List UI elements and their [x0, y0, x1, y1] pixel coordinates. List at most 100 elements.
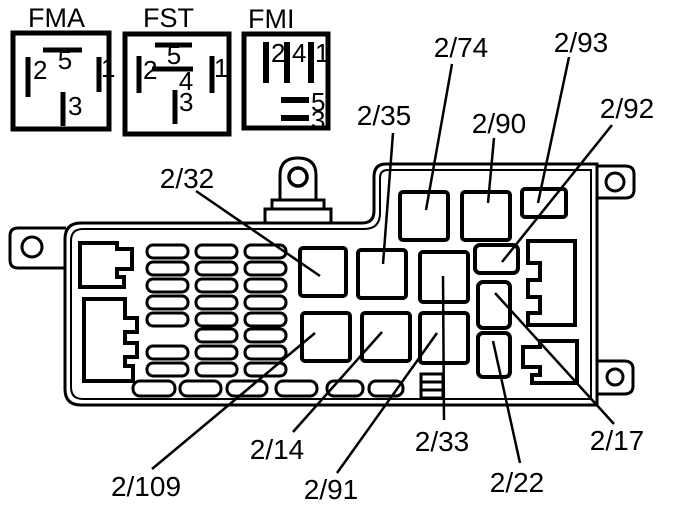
fst-pin2-label: 2 — [143, 55, 157, 85]
fuse-slot — [225, 379, 269, 398]
fuse-grid-bottom-row — [131, 379, 405, 398]
callout-2-92: 2/92 — [600, 93, 655, 124]
callout-2-93: 2/93 — [554, 27, 609, 58]
callout-labels: 2/32 2/35 2/74 2/90 2/93 2/92 2/109 2/14… — [111, 27, 654, 505]
relay-socket-2-14 — [360, 311, 412, 363]
fuse-box-shell-inner — [70, 169, 592, 400]
relay-socket-2-35 — [356, 248, 408, 300]
relay-socket-2-32 — [298, 246, 348, 298]
fuse-grid — [145, 243, 288, 378]
fuse-slot — [145, 260, 190, 277]
fuse-slot — [145, 243, 190, 260]
legend-title-fmi: FMI — [248, 4, 295, 34]
fuse-slot — [145, 311, 190, 328]
fuse-slot — [194, 361, 239, 378]
fuse-slot — [243, 294, 288, 311]
connector-left-lower — [82, 297, 139, 383]
callout-2-33: 2/33 — [415, 426, 470, 457]
leader-2-74 — [424, 63, 454, 211]
leader-2-22 — [491, 340, 522, 464]
legend-box-fmi — [241, 31, 331, 131]
striped-component — [419, 372, 445, 400]
top-right-mount-hole — [604, 171, 626, 193]
callout-2-14: 2/14 — [250, 434, 305, 465]
leader-2-32 — [195, 189, 321, 278]
leader-2-35 — [381, 132, 395, 265]
connector-right-upper — [526, 239, 577, 327]
fuse-slot — [367, 379, 405, 398]
fmi-pin3-label: 3 — [311, 105, 325, 135]
connector-left-upper — [78, 241, 134, 289]
fst-pin4-label: 4 — [179, 66, 193, 96]
fmi-pin4-label: 4 — [292, 38, 306, 68]
relay-socket-2-90 — [460, 190, 512, 242]
fuse-slot — [194, 260, 239, 277]
fuse-slot — [243, 277, 288, 294]
fuse-socket-2-22 — [476, 331, 512, 379]
callout-2-74: 2/74 — [434, 32, 489, 63]
fuse-slot — [145, 277, 190, 294]
leader-2-14 — [292, 331, 383, 433]
fuse-slot — [145, 344, 190, 361]
fuse-slot — [145, 361, 190, 378]
legend-title-fst: FST — [143, 3, 194, 33]
fuse-slot — [194, 311, 239, 328]
fst-pin5-label: 5 — [167, 40, 181, 70]
callout-2-91: 2/91 — [304, 474, 359, 505]
fuse-slot — [194, 327, 239, 344]
callout-2-35: 2/35 — [357, 100, 412, 131]
callout-2-22: 2/22 — [490, 467, 545, 498]
leader-2-93 — [536, 56, 571, 204]
fuse-box-shell-outer — [63, 162, 599, 407]
fuse-slot — [243, 361, 288, 378]
callout-2-109: 2/109 — [111, 471, 181, 502]
callout-2-90: 2/90 — [472, 108, 527, 139]
relay-legend-fmi: FMI 2 4 1 5 3 — [241, 4, 331, 135]
relay-legend-fst: FST 5 4 2 1 3 — [122, 3, 232, 137]
left-mount-hole — [20, 235, 44, 259]
fuse-slot — [131, 379, 177, 398]
fmi-pin5-label: 5 — [311, 87, 325, 117]
fuse-slot — [274, 379, 319, 398]
top-mount-hole — [287, 166, 309, 188]
legend-title-fma: FMA — [28, 3, 85, 33]
fuse-slot — [243, 327, 288, 344]
fma-pin5-label: 5 — [58, 45, 72, 75]
callout-2-32: 2/32 — [160, 163, 215, 194]
leader-2-92 — [501, 124, 613, 263]
callout-2-17: 2/17 — [590, 425, 645, 456]
relay-socket-2-74 — [398, 190, 450, 242]
relay-socket-2-109 — [300, 311, 352, 363]
fuse-slot — [194, 294, 239, 311]
fst-pin3-label: 3 — [179, 87, 193, 117]
fuse-socket-2-17 — [476, 280, 512, 330]
fuse-slot — [194, 277, 239, 294]
fuse-slot — [243, 311, 288, 328]
leader-2-109 — [151, 332, 316, 470]
fma-pin1-label: 1 — [101, 53, 115, 83]
fmi-pin1-label: 1 — [315, 38, 329, 68]
fuse-slot — [243, 260, 288, 277]
leader-lines — [151, 56, 615, 474]
relay-legend-fma: FMA 5 2 1 3 — [10, 3, 115, 132]
fuse-slot — [178, 379, 223, 398]
fuse-slot — [194, 344, 239, 361]
fuse-socket-2-92 — [473, 243, 520, 275]
legend-box-fma — [10, 30, 112, 132]
fma-pin2-label: 2 — [33, 55, 47, 85]
leader-2-33 — [441, 275, 446, 421]
fst-pin1-label: 1 — [214, 53, 228, 83]
leader-2-91 — [335, 332, 439, 474]
fuse-slot — [243, 344, 288, 361]
fma-pin3-label: 3 — [68, 91, 82, 121]
leader-2-17 — [494, 292, 615, 425]
legend-box-fst — [122, 31, 232, 137]
post-pedestal-lower — [263, 207, 333, 225]
fuse-slot — [325, 379, 365, 398]
bottom-right-mount-hole — [605, 367, 625, 387]
relay-socket-2-93 — [520, 187, 568, 219]
connector-right-lower — [521, 339, 579, 385]
fmi-pin2-label: 2 — [271, 38, 285, 68]
